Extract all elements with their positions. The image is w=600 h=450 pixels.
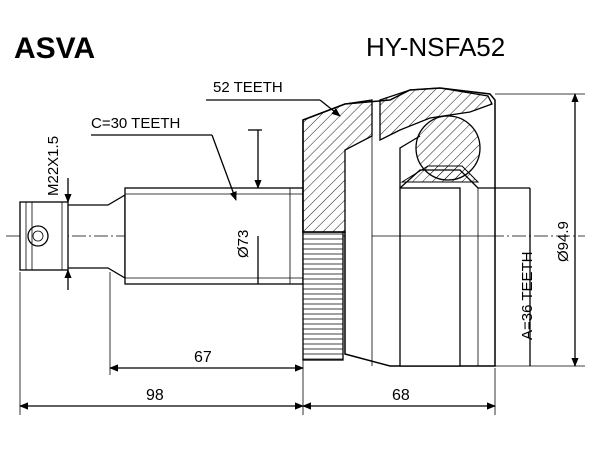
main-shaft: [124, 187, 304, 285]
part-number: HY-NSFA52: [366, 32, 505, 62]
dim-housing-length: 68: [392, 387, 410, 404]
brand-title: ASVA: [14, 32, 95, 65]
dim-shaft-length: 67: [194, 349, 212, 366]
label-outer-diameter: Ø94.9: [555, 221, 572, 262]
threaded-end: [19, 193, 126, 280]
bottom-dimensions: [19, 272, 496, 415]
label-shaft-diameter: Ø73: [235, 230, 252, 258]
dim-total-shaft-length: 98: [146, 387, 164, 404]
label-thread: M22X1.5: [45, 136, 62, 196]
abs-ring: [302, 231, 344, 361]
label-spline-a: A=36 TEETH: [519, 251, 536, 340]
label-abs-teeth: 52 TEETH: [213, 79, 283, 96]
outer-housing: [302, 87, 496, 367]
label-spline-c: C=30 TEETH: [91, 115, 180, 132]
